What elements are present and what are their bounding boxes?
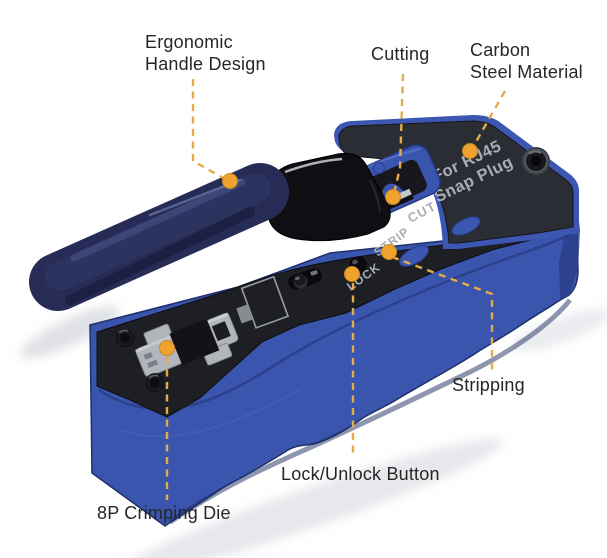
cut-cutout <box>451 216 481 236</box>
strip-cutout <box>399 245 429 267</box>
leader-ergonomic-handle <box>191 79 228 182</box>
drop-shadows <box>19 305 607 558</box>
callout-dot-crimping-die <box>159 340 175 356</box>
annotation-label-stripping: Stripping <box>452 375 525 395</box>
lever-arm <box>267 152 391 242</box>
head-screw <box>522 147 550 175</box>
tool-handle <box>29 163 289 311</box>
label-line: Ergonomic <box>145 32 233 52</box>
annotation-label-cutting: Cutting <box>371 44 430 64</box>
callout-dot-cutting <box>385 189 401 205</box>
annotation-label-ergonomic-handle: Ergonomic Handle Design <box>145 31 266 75</box>
callout-leaders <box>159 73 507 500</box>
crimping-die <box>135 312 239 377</box>
head-hole <box>373 162 385 174</box>
label-line: Handle Design <box>145 54 266 74</box>
lock-slider <box>286 267 324 291</box>
annotation-label-crimping-die: 8P Crimping Die <box>97 503 231 523</box>
annotation-label-carbon-steel: Carbon Steel Material <box>470 39 583 83</box>
callout-dot-ergonomic-handle <box>222 173 238 189</box>
rj45-plug-icon <box>236 275 290 329</box>
screw <box>115 328 135 348</box>
body-grip-shadow <box>168 298 572 525</box>
label-line: Steel Material <box>470 62 583 82</box>
leader-cutting <box>392 73 405 194</box>
annotation-label-lock-unlock: Lock/Unlock Button <box>281 464 440 484</box>
callout-dot-stripping <box>381 244 397 260</box>
label-line: Carbon <box>470 40 531 60</box>
leader-stripping <box>391 255 494 371</box>
callout-dot-lock-unlock <box>344 266 360 282</box>
leader-carbon-steel <box>471 90 507 148</box>
screw <box>145 373 165 393</box>
callout-dot-carbon-steel <box>462 143 478 159</box>
